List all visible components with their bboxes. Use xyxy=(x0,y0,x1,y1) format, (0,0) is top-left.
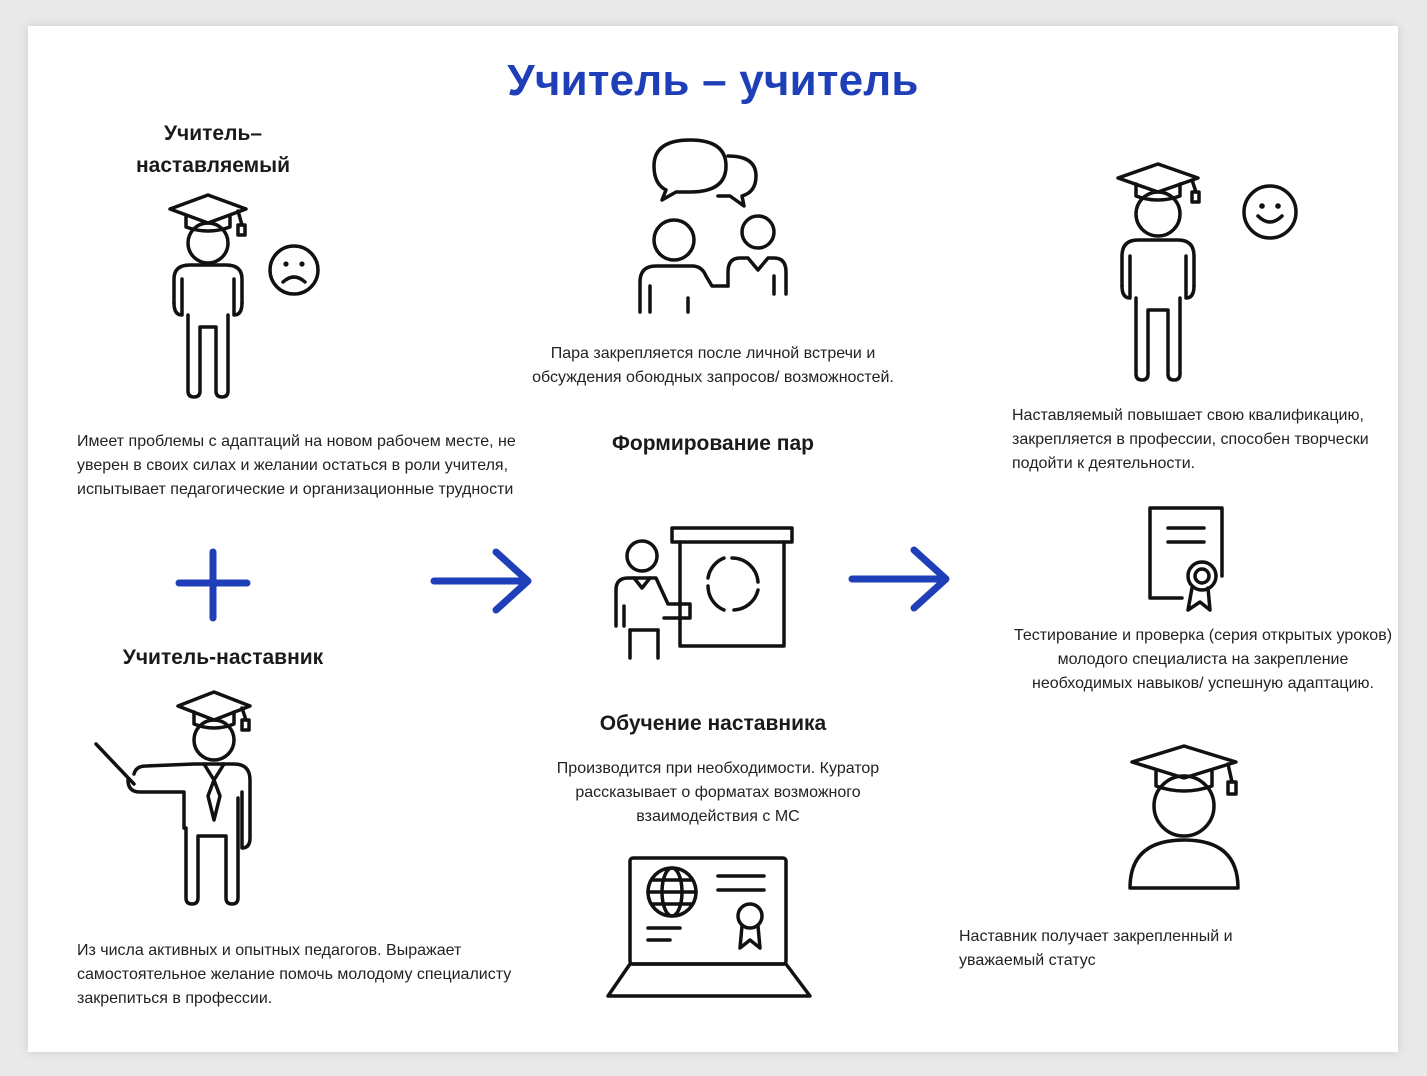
sad-face-icon xyxy=(268,244,320,296)
slide: Учитель – учитель Учитель– наставляемый … xyxy=(28,26,1398,1052)
graduate-figure-icon xyxy=(1116,162,1201,382)
certificate-icon xyxy=(1148,506,1224,612)
mentee-heading: Учитель– наставляемый xyxy=(135,122,290,177)
two-people-talking-icon xyxy=(638,138,788,314)
arrow-right-icon xyxy=(430,548,532,614)
mentor-result: Наставник получает закрепленный и уважае… xyxy=(959,928,1233,969)
arrow-right-icon xyxy=(848,546,950,612)
testing-note: Тестирование и проверка (серия открытых … xyxy=(1013,627,1393,692)
laptop-certificate-icon xyxy=(606,856,812,998)
graduate-bust-icon xyxy=(1128,744,1240,890)
presenter-board-icon xyxy=(614,526,794,660)
mentor-description: Из числа активных и опытных педагогов. В… xyxy=(77,942,512,1007)
training-heading: Обучение наставника xyxy=(599,712,827,735)
training-note: Производится при необходимости. Куратор … xyxy=(556,760,880,825)
pairing-heading: Формирование пар xyxy=(611,432,814,455)
graduate-figure-icon xyxy=(168,193,248,399)
smiley-face-icon xyxy=(1242,184,1298,240)
mentor-heading: Учитель-наставник xyxy=(122,646,324,669)
teacher-with-pointer-icon xyxy=(94,690,252,906)
plus-icon xyxy=(175,548,251,622)
mentee-result: Наставляемый повышает свою квалификацию,… xyxy=(1012,407,1369,472)
page-title: Учитель – учитель xyxy=(507,56,919,105)
mentee-description: Имеет проблемы с адаптаций на новом рабо… xyxy=(77,433,516,498)
pairing-note: Пара закрепляется после личной встречи и… xyxy=(532,345,894,386)
